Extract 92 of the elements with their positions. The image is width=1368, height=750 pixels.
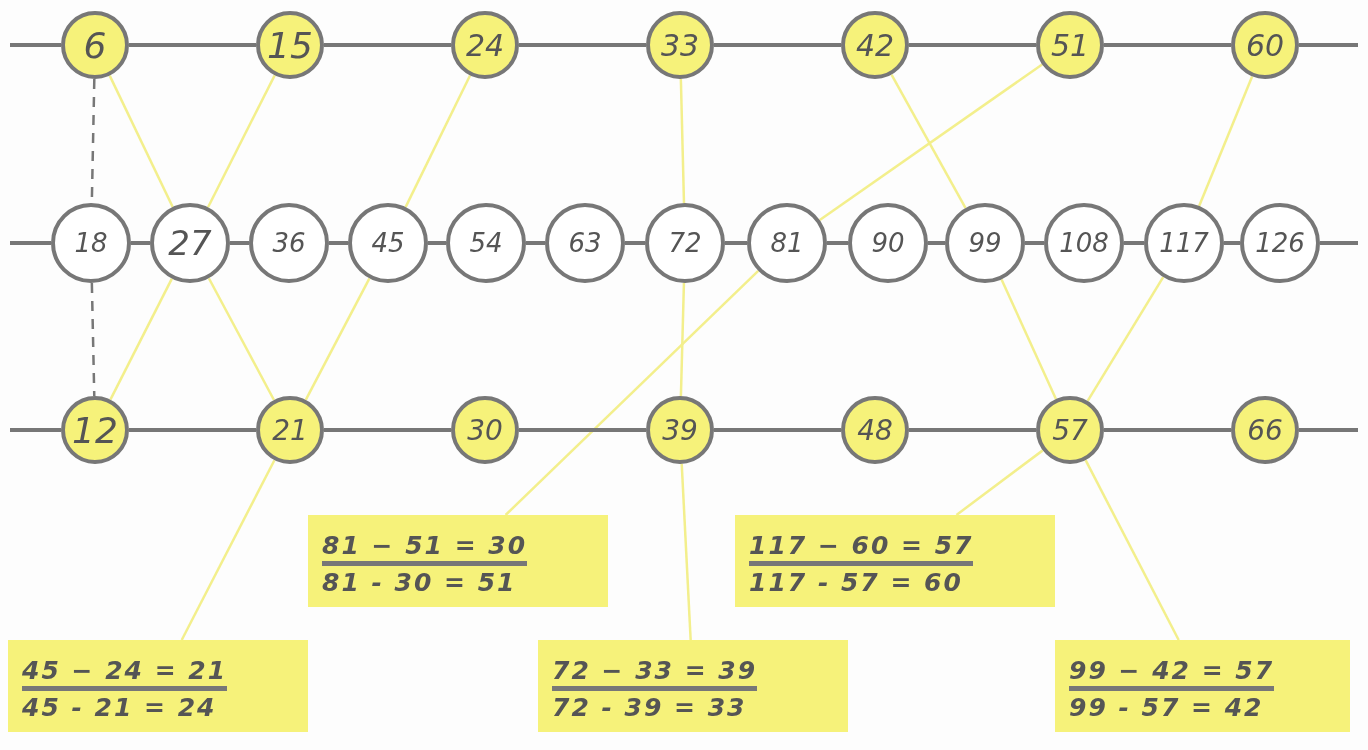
number-label: 126 [1255, 228, 1305, 258]
line [10, 43, 61, 47]
connector-line [428, 241, 446, 245]
underlined-equation: 117 − 60 = 57 [749, 530, 974, 566]
number-label: 48 [857, 413, 893, 447]
equation: 81 - 30 = 51 [322, 566, 517, 599]
equation-card [308, 515, 608, 607]
equation: 72 - 39 = 33 [552, 691, 747, 724]
number-label: 18 [74, 228, 108, 258]
number-label: 33 [660, 27, 700, 63]
number-label: 99 [968, 228, 1002, 258]
number-label: 15 [267, 24, 313, 66]
number-label: 51 [1050, 27, 1090, 63]
number-circle [1036, 396, 1104, 464]
equation-card [538, 640, 848, 732]
connector-line [909, 428, 1036, 432]
number-label: 45 [371, 228, 405, 258]
equation: 45 - 21 = 24 [22, 691, 217, 724]
connector-line [404, 75, 472, 208]
connector-line [180, 459, 276, 641]
connector-line [819, 63, 1043, 222]
number-label: 81 [770, 228, 804, 258]
connector-line [679, 78, 686, 204]
equation-card [8, 640, 308, 732]
connector-line [129, 43, 256, 47]
number-label: 66 [1247, 413, 1283, 447]
number-label: 57 [1052, 413, 1088, 447]
connector-line [519, 43, 646, 47]
equation-card [735, 515, 1055, 607]
equation-card [1055, 640, 1350, 732]
number-label: 63 [568, 228, 602, 258]
number-label: 30 [467, 413, 503, 447]
connector-line [324, 43, 451, 47]
number-label: 21 [272, 413, 308, 447]
number-label: 39 [662, 413, 698, 447]
connector-line [1104, 428, 1231, 432]
number-label: 6 [83, 24, 107, 66]
connector-line [230, 241, 249, 245]
dashed-line [90, 282, 96, 397]
line [10, 241, 51, 245]
line [1299, 428, 1358, 432]
connector-line [1000, 278, 1058, 400]
connector-line [714, 428, 841, 432]
number-label: 36 [272, 228, 306, 258]
connector-line [928, 241, 945, 245]
number-label: 60 [1245, 27, 1285, 63]
connector-line [1198, 76, 1254, 207]
connector-line [504, 269, 760, 516]
connector-line [304, 277, 371, 401]
connector-line [207, 277, 276, 401]
connector-line [109, 278, 173, 401]
connector-line [206, 74, 276, 208]
equation: 99 - 57 = 42 [1069, 691, 1264, 724]
line [10, 428, 61, 432]
connector-line [108, 75, 174, 208]
connector-line [519, 428, 646, 432]
connector-line [131, 241, 150, 245]
connector-line [1124, 241, 1144, 245]
connector-line [1104, 43, 1231, 47]
number-label: 27 [168, 223, 212, 263]
underlined-equation: 72 − 33 = 39 [552, 655, 758, 691]
connector-line [625, 241, 645, 245]
line [1299, 43, 1358, 47]
number-label: 90 [871, 228, 905, 258]
connector-line [725, 241, 747, 245]
connector-line [1086, 276, 1165, 402]
connector-line [324, 428, 451, 432]
number-label: 12 [72, 409, 118, 451]
number-label: 108 [1059, 228, 1109, 258]
number-label: 54 [469, 228, 503, 258]
connector-line [1084, 459, 1180, 641]
underlined-equation: 99 − 42 = 57 [1069, 655, 1275, 691]
number-label: 24 [465, 27, 505, 63]
connector-line [329, 241, 348, 245]
number-label: 117 [1159, 228, 1209, 258]
connector-line [1025, 241, 1044, 245]
equation: 117 - 57 = 60 [749, 566, 963, 599]
connector-line [526, 241, 545, 245]
connector-line [909, 43, 1036, 47]
connector-line [827, 241, 848, 245]
connector-line [890, 74, 967, 209]
number-label: 72 [668, 228, 702, 258]
connector-line [1224, 241, 1240, 245]
connector-line [714, 43, 841, 47]
connector-line [679, 282, 686, 397]
connector-line [955, 449, 1044, 516]
underlined-equation: 81 − 51 = 30 [322, 530, 528, 566]
connector-line [129, 428, 256, 432]
underlined-equation: 45 − 24 = 21 [22, 655, 228, 691]
number-label: 42 [855, 27, 895, 63]
line [1320, 241, 1358, 245]
connector-line [680, 463, 692, 641]
